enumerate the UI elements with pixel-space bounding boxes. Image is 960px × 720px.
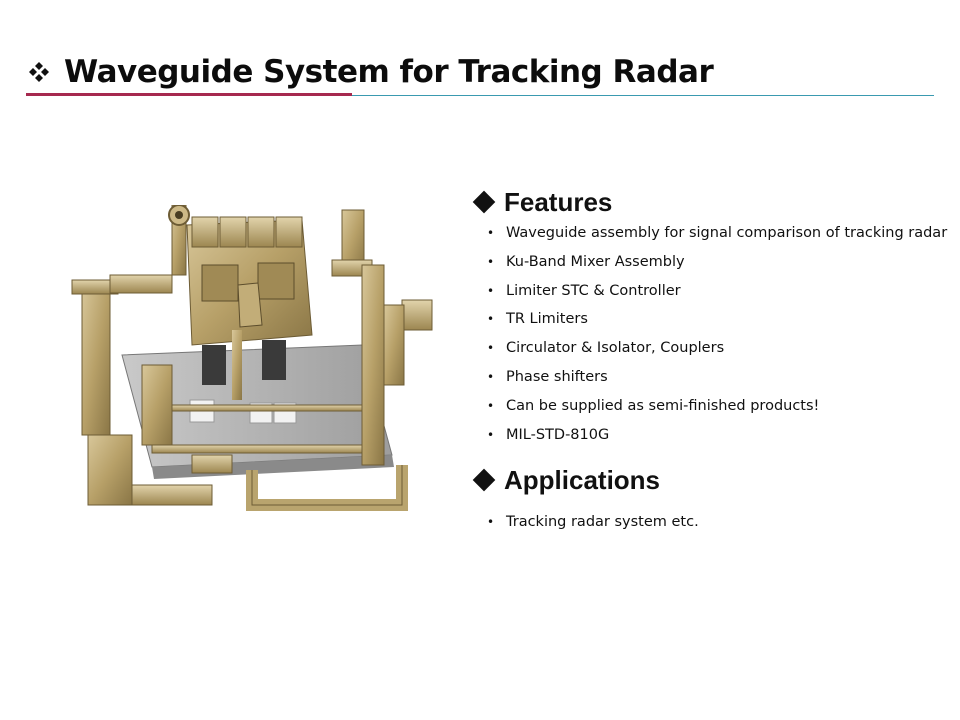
- title-underline-rule: [352, 95, 934, 96]
- diamond-bullet-icon: [472, 190, 496, 214]
- features-list: Waveguide assembly for signal comparison…: [472, 219, 947, 449]
- applications-heading: Applications: [504, 464, 661, 495]
- applications-heading-row: Applications: [472, 463, 699, 497]
- list-item: Ku-Band Mixer Assembly: [472, 248, 947, 277]
- list-item: Tracking radar system etc.: [472, 508, 699, 537]
- list-item: Phase shifters: [472, 363, 947, 392]
- waveguide-assembly-photo: [71, 205, 433, 511]
- list-item: Waveguide assembly for signal comparison…: [472, 219, 947, 248]
- applications-list: Tracking radar system etc.: [472, 508, 699, 537]
- title-underline-accent: [26, 93, 352, 96]
- list-item: Limiter STC & Controller: [472, 277, 947, 306]
- four-diamond-bullet-icon: [29, 62, 49, 82]
- features-section: Features Waveguide assembly for signal c…: [472, 185, 947, 449]
- page-title: Waveguide System for Tracking Radar: [64, 54, 714, 90]
- features-heading-row: Features: [472, 185, 947, 219]
- list-item: MIL-STD-810G: [472, 421, 947, 450]
- diamond-bullet-icon: [472, 468, 496, 492]
- title-row: Waveguide System for Tracking Radar: [28, 50, 714, 94]
- features-heading: Features: [504, 186, 613, 217]
- list-item: Circulator & Isolator, Couplers: [472, 334, 947, 363]
- list-item: TR Limiters: [472, 305, 947, 334]
- list-item: Can be supplied as semi-finished product…: [472, 392, 947, 421]
- applications-section: Applications Tracking radar system etc.: [472, 463, 699, 537]
